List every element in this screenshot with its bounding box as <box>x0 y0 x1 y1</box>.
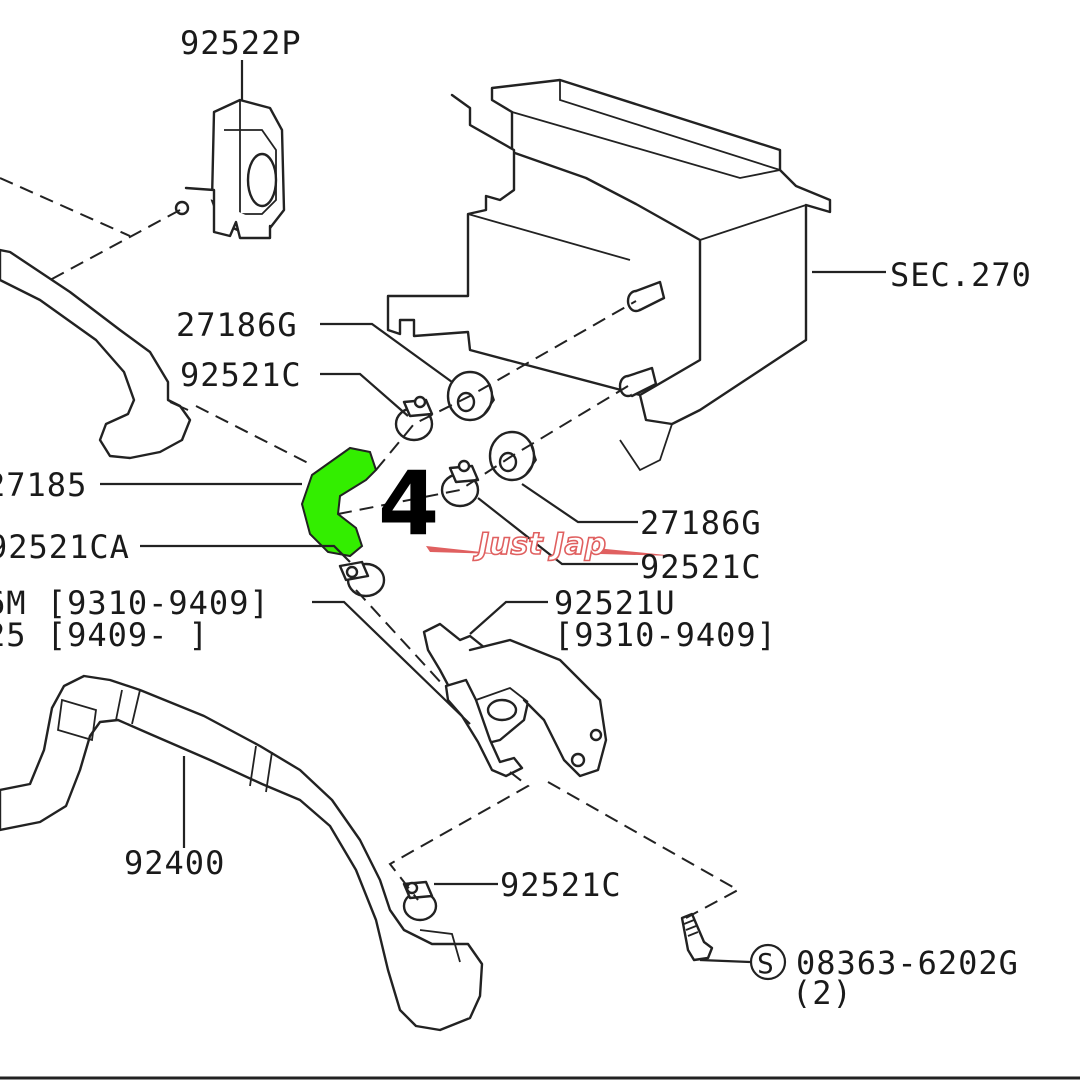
callout-number: 4 <box>378 452 439 555</box>
bolt-08363-6202G <box>680 912 714 962</box>
clamp-92521C-lower <box>440 459 480 508</box>
valve-92522P <box>174 98 286 240</box>
heater-unit-housing <box>386 78 832 472</box>
label-92521C-upper: 92521C <box>180 356 302 394</box>
bolt-symbol-circle <box>749 943 787 981</box>
clamp-92521CA <box>338 560 386 598</box>
assembly-dashed-lines <box>0 177 741 919</box>
label-27186G-lower: 27186G <box>640 504 762 542</box>
label-27186G-upper: 27186G <box>176 306 298 344</box>
label-92522P: 92522P <box>180 24 302 62</box>
clamp-92521C-bottom <box>402 880 438 922</box>
label-bolt-part: 08363-6202G <box>796 944 1019 982</box>
label-92521U-range: [9310-9409] <box>554 616 777 654</box>
label-92521CA: 92521CA <box>0 528 130 566</box>
label-27185: 27185 <box>0 466 87 504</box>
water-valve-92521U <box>422 622 608 778</box>
upper-left-hose <box>0 248 192 460</box>
leader-lines <box>100 60 886 964</box>
lower-hose-92400 <box>0 674 484 1032</box>
watermark-text: Just Jap <box>473 527 606 562</box>
label-bolt-qty: (2) <box>792 974 853 1012</box>
label-92521C-bottom: 92521C <box>500 866 622 904</box>
label-left-range-2: 25 [9409- ] <box>0 616 209 654</box>
label-left-range-1: 6M [9310-9409] <box>0 584 270 622</box>
hose-27185-highlighted <box>300 446 378 558</box>
label-sec270: SEC.270 <box>890 256 1032 294</box>
label-92521U: 92521U <box>554 584 676 622</box>
label-92400: 92400 <box>124 844 225 882</box>
part-labels: 92522P SEC.270 27186G 92521C 27185 27186… <box>0 24 1032 1012</box>
clamp-92521C-upper <box>394 395 434 442</box>
label-92521C-lower: 92521C <box>640 548 762 586</box>
watermark-logo: Just Jap <box>426 526 676 563</box>
label-bolt-symbol: S <box>757 947 775 980</box>
